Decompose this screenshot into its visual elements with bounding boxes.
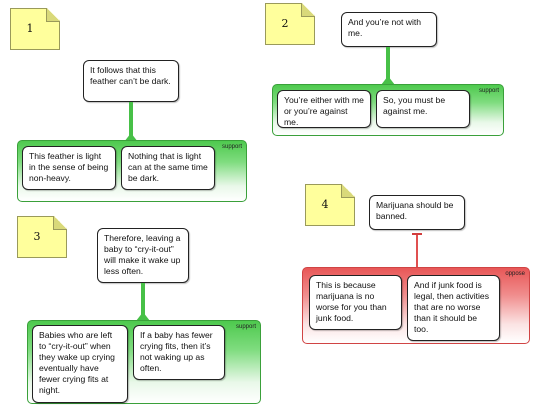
- map-3-connector-base: [136, 312, 150, 321]
- group-label: support: [478, 88, 499, 94]
- map-4-claim[interactable]: Marijuana should be banned.: [369, 195, 465, 230]
- map-4-connector: [416, 235, 418, 267]
- map-3-connector: [141, 283, 145, 321]
- map-1-note: 1: [10, 8, 60, 50]
- map-1-claim[interactable]: It follows that this feather can’t be da…: [83, 60, 179, 102]
- map-2-connector-base: [381, 76, 395, 85]
- map-2-premise-1[interactable]: You’re either with me or you’re against …: [277, 90, 371, 128]
- map-3-claim[interactable]: Therefore, leaving a baby to “cry-it-out…: [97, 228, 189, 283]
- map-number: 4: [321, 198, 329, 211]
- map-3-note: 3: [17, 216, 67, 258]
- map-1-connector-base: [124, 133, 138, 142]
- map-4-premise-1[interactable]: This is because marijuana is no worse fo…: [309, 275, 402, 330]
- map-4-note: 4: [305, 184, 355, 226]
- map-4-oppose-marker: [412, 233, 422, 235]
- map-2-note: 2: [265, 3, 315, 45]
- map-4-premise-2[interactable]: And if junk food is legal, then activiti…: [407, 275, 500, 341]
- map-2-premise-2[interactable]: So, you must be against me.: [376, 90, 470, 128]
- note-fold-icon: [46, 8, 60, 22]
- note-fold-icon: [341, 184, 355, 198]
- note-fold-icon: [53, 216, 67, 230]
- map-number: 3: [33, 230, 41, 243]
- group-label: support: [235, 324, 256, 330]
- map-2-connector: [386, 47, 390, 85]
- map-number: 2: [281, 17, 289, 30]
- map-1-premise-2[interactable]: Nothing that is light can at the same ti…: [121, 146, 215, 190]
- map-1-connector: [129, 102, 133, 142]
- map-1-premise-1[interactable]: This feather is light in the sense of be…: [22, 146, 116, 190]
- map-3-premise-1[interactable]: Babies who are left to “cry-it-out” when…: [32, 325, 128, 403]
- group-label: support: [221, 144, 242, 150]
- map-3-premise-2[interactable]: If a baby has fewer crying fits, then it…: [133, 325, 225, 380]
- group-label: oppose: [505, 271, 525, 277]
- map-2-claim[interactable]: And you’re not with me.: [341, 12, 437, 47]
- note-fold-icon: [301, 3, 315, 17]
- map-number: 1: [26, 22, 34, 35]
